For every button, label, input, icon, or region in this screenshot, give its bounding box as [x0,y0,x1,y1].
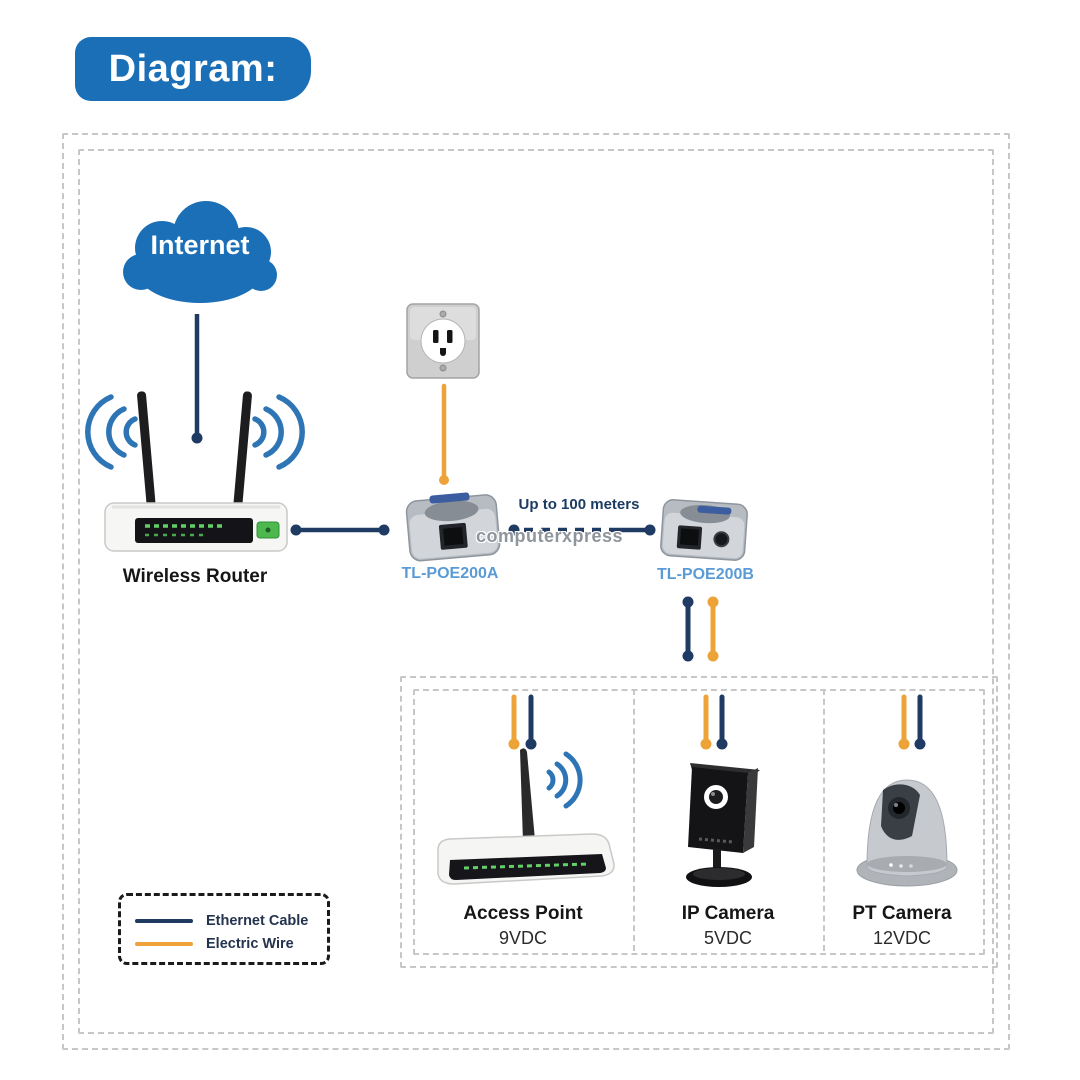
group-divider-2 [823,689,825,951]
ip-camera-illustration [686,763,760,887]
pt-camera-illustration [856,779,958,887]
poe-injector-illustration [405,492,501,562]
internet-label: Internet [150,230,250,260]
ap-antenna [520,748,535,842]
diagram-border-outer [62,133,1010,1050]
ethernet-cable-swatch [135,918,193,923]
ethernet-port [438,522,468,550]
legend-row-ethernet: Ethernet Cable [135,909,327,932]
wireless-router-illustration [85,391,305,552]
ptcam-body [856,779,958,887]
router-body [104,502,288,552]
access-point-illustration [437,748,615,885]
ap-body [437,833,615,885]
dc-power-jack [713,531,730,548]
powered-devices-group-border-outer [400,676,998,968]
poe-splitter-label: TL-POE200B [657,566,754,583]
router-antennas [137,391,252,510]
access-point-label: Access Point [463,903,583,924]
powered-devices-group-border-inner [413,689,985,955]
wifi-signal-icon [546,751,583,809]
electric-wire-legend-label: Electric Wire [206,935,294,952]
poe-injector-label: TL-POE200A [401,565,499,582]
wifi-signal-left-icon [85,394,138,470]
ethernet-port [676,525,703,550]
wireless-router-label: Wireless Router [122,566,268,587]
ip-camera-label: IP Camera [681,903,775,924]
internet-cloud-icon [123,201,277,303]
ethernet-cable-legend-label: Ethernet Cable [206,912,309,929]
wifi-signal-right-icon [252,394,305,470]
legend-row-electric: Electric Wire [135,932,327,955]
power-outlet-icon [406,303,480,379]
pt-camera-label: PT Camera [852,903,952,924]
legend-box: Ethernet Cable Electric Wire [118,893,330,965]
diagram-title-badge: Diagram: [75,37,311,101]
ipcam-stand [686,849,752,887]
diagram-border-inner [78,149,994,1034]
ipcam-body [688,763,760,853]
access-point-voltage: 9VDC [498,928,547,948]
diagram-title: Diagram: [108,47,278,90]
distance-label: Up to 100 meters [518,496,640,513]
electric-wire-swatch [135,941,193,946]
watermark-text: computerxpress [476,526,624,546]
ip-camera-voltage: 5VDC [703,928,752,948]
poe-splitter-illustration [660,499,748,561]
group-divider-1 [633,689,635,951]
pt-camera-voltage: 12VDC [872,928,932,948]
